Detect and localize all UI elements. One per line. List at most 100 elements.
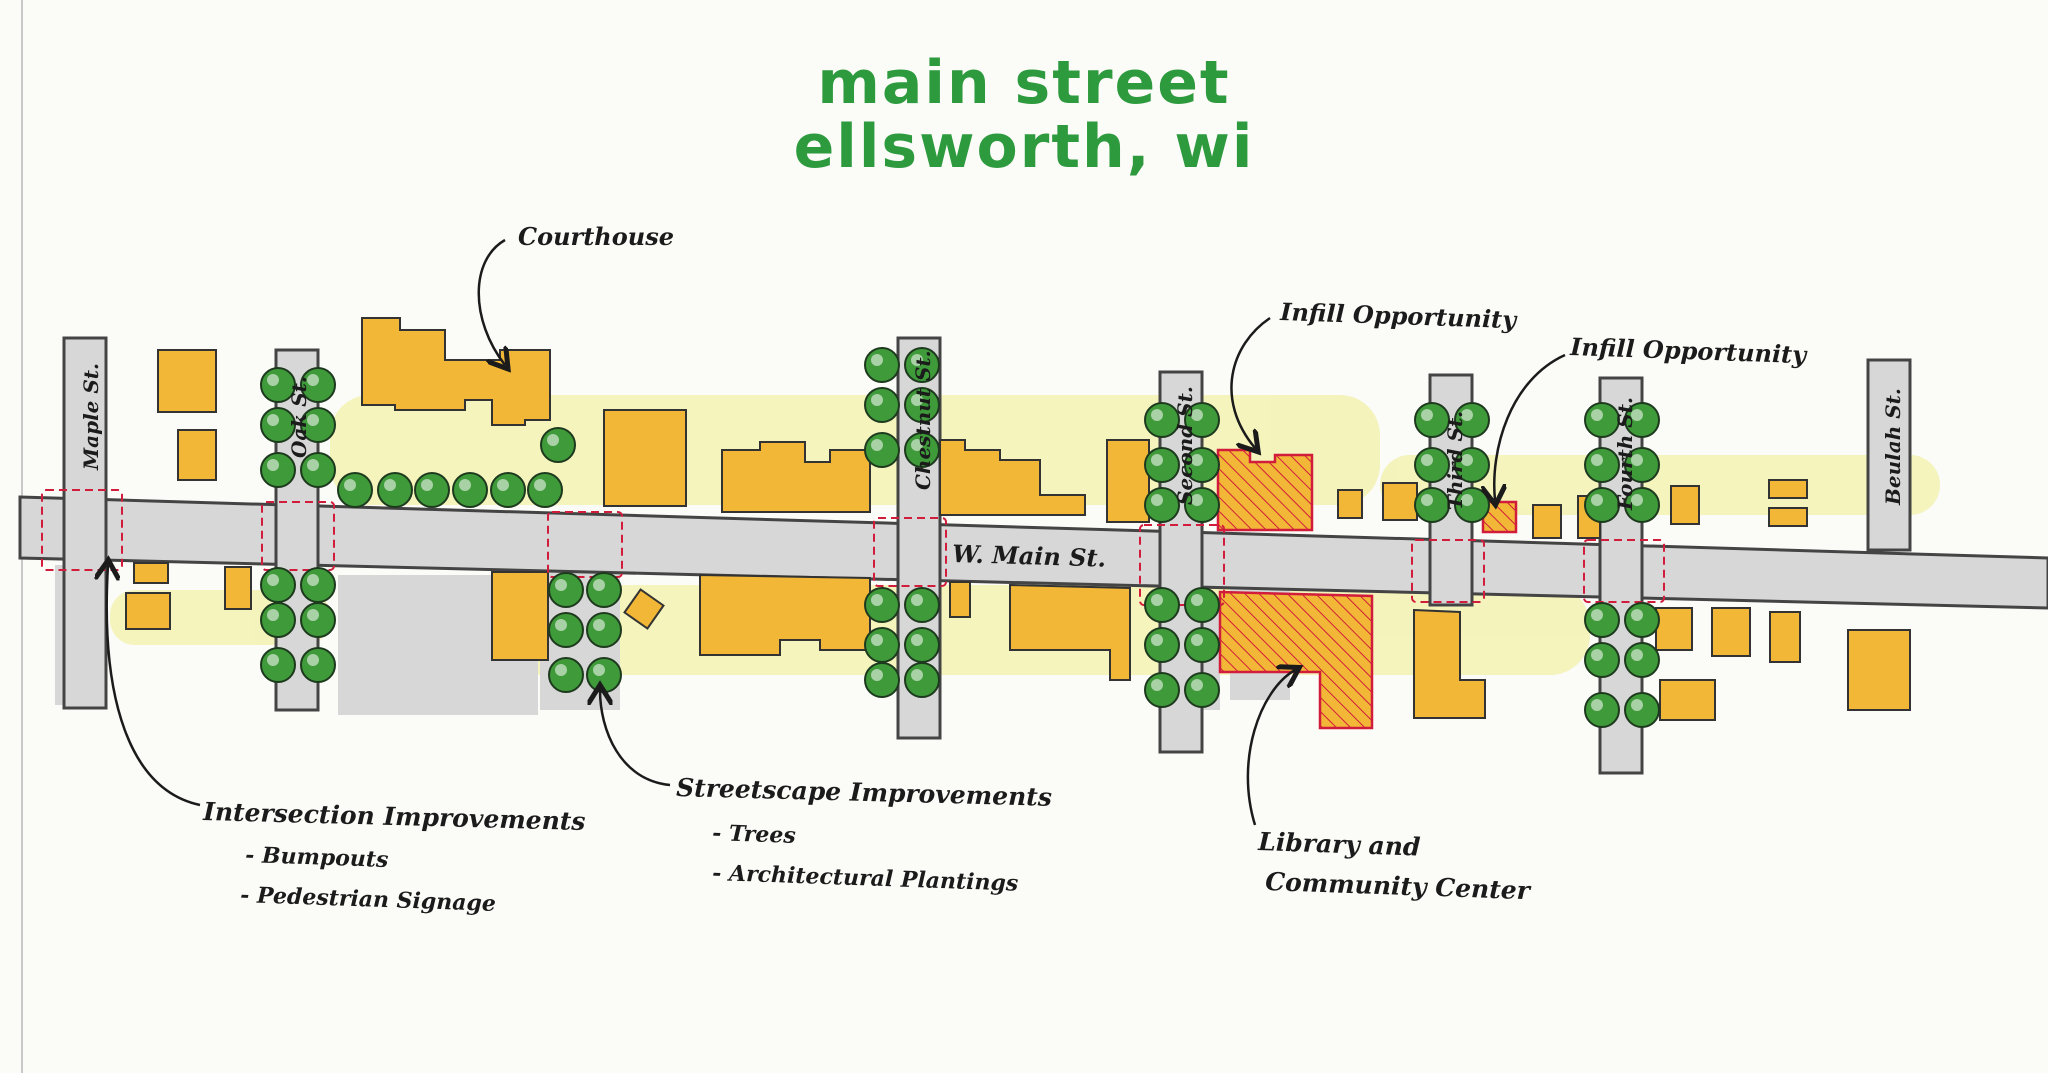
leader-arrow-icon xyxy=(1246,670,1295,826)
tree-highlight xyxy=(267,574,279,586)
intersection-boxes xyxy=(41,489,1665,606)
tree-icon xyxy=(1144,672,1180,708)
tree-icon xyxy=(1624,692,1660,728)
tree-highlight xyxy=(1631,609,1643,621)
tree-icon xyxy=(1184,627,1220,663)
tree-highlight xyxy=(1151,409,1163,421)
street-label-main: W. Main St. xyxy=(952,539,1107,573)
callout-intersection-heading: Intersection Improvements xyxy=(202,797,586,836)
tree-icon xyxy=(904,627,940,663)
tree-icon xyxy=(1624,602,1660,638)
tree-highlight xyxy=(307,459,319,471)
tree-highlight xyxy=(267,459,279,471)
tree-highlight xyxy=(1631,409,1643,421)
tree-highlight xyxy=(1151,594,1163,606)
tree-highlight xyxy=(344,479,356,491)
tree-icon xyxy=(527,472,563,508)
tree-icon xyxy=(490,472,526,508)
tree-icon xyxy=(1144,627,1180,663)
title-line-1: main street xyxy=(817,48,1231,118)
tree-icon xyxy=(452,472,488,508)
tree-icon xyxy=(904,587,940,623)
callout-library-line-2: Community Center xyxy=(1265,867,1532,905)
tree-highlight xyxy=(1421,409,1433,421)
tree-highlight xyxy=(1191,454,1203,466)
courthouse-building xyxy=(361,317,551,426)
street-label-beulah: Beulah St. xyxy=(1881,388,1905,506)
street-label-second: Second St. xyxy=(1173,386,1197,505)
tree-highlight xyxy=(871,394,883,406)
tree-highlight xyxy=(593,619,605,631)
tree-highlight xyxy=(1151,494,1163,506)
street-labels: Maple St. Oak St. Chestnut St. Second St… xyxy=(79,350,1905,572)
tree-highlight xyxy=(555,619,567,631)
callout-streetscape-heading: Streetscape Improvements xyxy=(676,773,1052,812)
tree-highlight xyxy=(555,664,567,676)
street-label-chestnut: Chestnut St. xyxy=(911,350,935,490)
tree-highlight xyxy=(384,479,396,491)
street-beulah xyxy=(1866,358,1912,552)
tree-highlight xyxy=(459,479,471,491)
tree-highlight xyxy=(497,479,509,491)
tree-icon xyxy=(540,427,576,463)
tree-highlight xyxy=(555,579,567,591)
library-site xyxy=(1218,590,1374,730)
tree-highlight xyxy=(1421,494,1433,506)
tree-highlight xyxy=(871,354,883,366)
tree-highlight xyxy=(1191,494,1203,506)
street-label-oak: Oak St. xyxy=(287,376,311,458)
highlighted-sites xyxy=(1216,448,1518,730)
street-maple xyxy=(62,336,108,710)
tree-icon xyxy=(904,662,940,698)
callout-streetscape-item-1: - Trees xyxy=(712,820,796,849)
tree-highlight xyxy=(267,414,279,426)
tree-highlight xyxy=(421,479,433,491)
tree-highlight xyxy=(1631,494,1643,506)
callout-intersection-item-2: - Pedestrian Signage xyxy=(240,882,497,917)
tree-highlight xyxy=(1591,699,1603,711)
tree-icon xyxy=(548,657,584,693)
tree-highlight xyxy=(1151,454,1163,466)
leader-arrow-icon xyxy=(600,690,671,787)
tree-highlight xyxy=(547,434,559,446)
title-line-2: ellsworth, wi xyxy=(793,112,1255,182)
tree-highlight xyxy=(911,669,923,681)
tree-highlight xyxy=(1151,634,1163,646)
tree-icon xyxy=(300,602,336,638)
callout-library-line-1: Library and xyxy=(1257,827,1421,862)
tree-highlight xyxy=(1151,679,1163,691)
tree-icon xyxy=(1184,672,1220,708)
tree-highlight xyxy=(593,664,605,676)
tree-highlight xyxy=(1591,494,1603,506)
tree-highlight xyxy=(307,654,319,666)
tree-icon xyxy=(1584,602,1620,638)
tree-highlight xyxy=(267,374,279,386)
tree-highlight xyxy=(1631,454,1643,466)
leader-arrow-icon xyxy=(477,238,505,365)
tree-highlight xyxy=(1591,609,1603,621)
tree-icon xyxy=(300,567,336,603)
tree-highlight xyxy=(1191,409,1203,421)
tree-icon xyxy=(586,612,622,648)
tree-highlight xyxy=(871,634,883,646)
callout-infill-2: Infill Opportunity xyxy=(1569,332,1809,369)
tree-icon xyxy=(377,472,413,508)
tree-icon xyxy=(548,572,584,608)
tree-icon xyxy=(586,572,622,608)
tree-highlight xyxy=(1631,649,1643,661)
tree-highlight xyxy=(1591,409,1603,421)
tree-highlight xyxy=(911,634,923,646)
tree-highlight xyxy=(1191,679,1203,691)
tree-icon xyxy=(300,647,336,683)
tree-highlight xyxy=(307,374,319,386)
tree-icon xyxy=(864,662,900,698)
callout-infill-1: Infill Opportunity xyxy=(1279,297,1519,334)
tree-highlight xyxy=(267,654,279,666)
callout-intersection-item-1: - Bumpouts xyxy=(245,842,389,873)
street-label-third: Third St. xyxy=(1443,411,1467,510)
leader-arrow-icon xyxy=(1494,353,1566,500)
tree-icon xyxy=(864,587,900,623)
tree-icon xyxy=(414,472,450,508)
